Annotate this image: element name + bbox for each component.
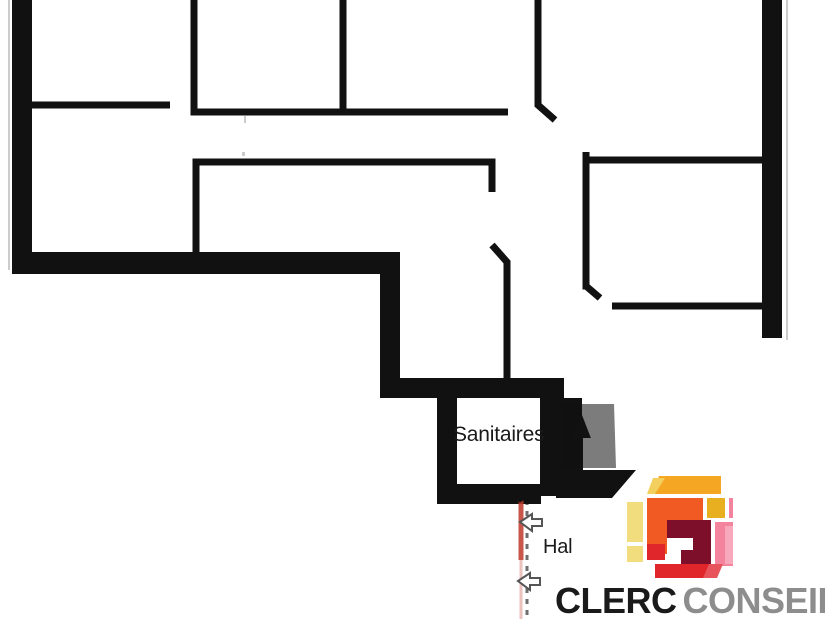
interior-partitions: [32, 0, 764, 382]
partition-room4: [534, 0, 558, 123]
partition-centre-vertical: [489, 242, 511, 382]
up-arrow-icon: [571, 412, 591, 478]
scan-artefacts: [8, 0, 788, 340]
wall-exterior-right: [762, 0, 782, 338]
wall-sanitaires-right: [540, 388, 560, 496]
wall-step-horizontal-1: [380, 378, 564, 398]
tick-mark-2: [242, 152, 245, 156]
room-label-sanitaires: Sanitaires: [453, 423, 545, 446]
partition-right-upper: [582, 152, 590, 290]
left-arrow-icon-upper: [518, 512, 543, 533]
wall-sanitaires-left: [437, 396, 457, 504]
door-annotation-group: [516, 481, 550, 619]
stair-block: [556, 398, 636, 498]
wall-sanitaires-bottom: [437, 484, 541, 504]
partition-room3: [339, 0, 508, 116]
room-label-hal: Hal: [543, 536, 573, 558]
tick-mark-1: [244, 116, 246, 123]
clerc-conseil-logo-mark-icon: [627, 476, 733, 578]
partition-room2: [190, 0, 343, 116]
tick-mark-4: [786, 0, 788, 340]
partition-right-jog: [583, 283, 603, 301]
tick-mark-3: [8, 0, 10, 270]
door-leaf-diagonal: [516, 481, 550, 503]
brand-name-secondary: CONSEIL: [682, 580, 825, 619]
exterior-walls: [12, 0, 782, 504]
left-arrow-icon-lower: [516, 571, 541, 592]
partition-corridor: [192, 158, 496, 253]
wall-exterior-bottom-left: [12, 252, 400, 274]
wall-step-vertical-1: [380, 252, 400, 384]
wall-exterior-left: [12, 0, 32, 272]
brand-name-primary: CLERC: [555, 580, 677, 619]
